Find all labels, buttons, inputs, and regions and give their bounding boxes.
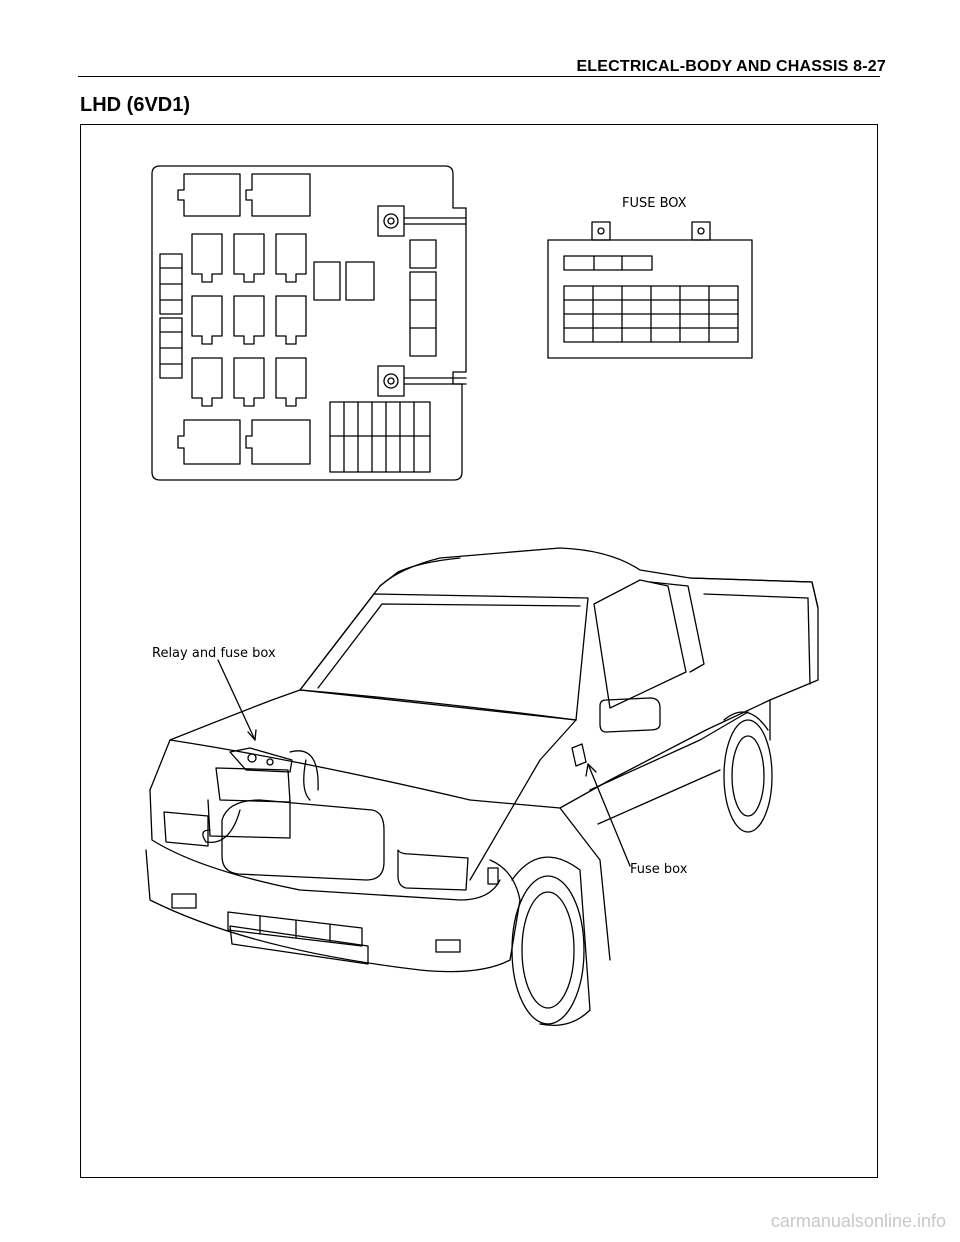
page-header-title: ELECTRICAL-BODY AND CHASSIS 8-27 bbox=[576, 58, 886, 75]
relay-and-fuse-box-label: Relay and fuse box bbox=[152, 646, 276, 661]
section-title: LHD (6VD1) bbox=[80, 94, 191, 116]
figure-frame bbox=[80, 124, 878, 1178]
relay-fuse-box-diagram bbox=[151, 165, 467, 481]
header-divider bbox=[78, 76, 880, 77]
relay-grid bbox=[191, 233, 307, 407]
leader-lines bbox=[217, 659, 631, 867]
watermark: carmanualsonline.info bbox=[770, 1211, 946, 1231]
fuse-box-diagram bbox=[547, 221, 753, 359]
fuse-box-label: Fuse box bbox=[630, 862, 688, 877]
truck-illustration bbox=[145, 547, 819, 1027]
fuse-box-heading-label: FUSE BOX bbox=[622, 196, 687, 211]
